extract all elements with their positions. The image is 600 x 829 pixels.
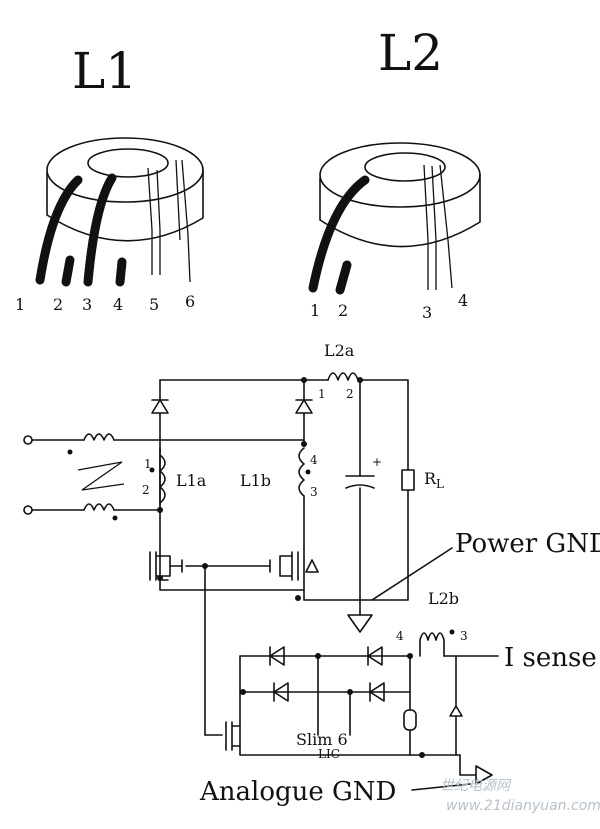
- l2-pin-label: 1: [310, 301, 320, 320]
- l1b-label: L1b: [240, 471, 271, 490]
- mosfet-right: [279, 551, 299, 581]
- l1-pin-label: 1: [15, 295, 25, 314]
- output-capacitor: [345, 475, 375, 489]
- l2-pin-label: 2: [338, 301, 348, 320]
- l2-lead-1: [308, 175, 370, 293]
- l1-lead-2: [61, 255, 75, 287]
- toroid-l2: [308, 142, 481, 295]
- sense-diode: [367, 646, 383, 666]
- slim-sub-label: LIC: [318, 747, 340, 761]
- l2-lead-3: [423, 164, 429, 290]
- l2a-label: L2a: [324, 341, 355, 360]
- l2b-pin4-label: 4: [396, 629, 404, 643]
- isense-label: I sense: [504, 643, 597, 673]
- sense-resistor: [403, 709, 417, 731]
- l1a-pin2-label: 2: [142, 483, 150, 497]
- l1-pin-label: 6: [185, 292, 195, 311]
- input-inductor: [83, 503, 115, 511]
- power-gnd-label: Power GND: [455, 529, 600, 559]
- winding-l1a: [159, 454, 166, 504]
- sense-diode: [369, 682, 385, 702]
- l1b-pin4-label: 4: [310, 453, 318, 467]
- load-resistor: [401, 469, 415, 491]
- rl-label: RL: [424, 469, 444, 491]
- mosfet-left: [149, 551, 171, 581]
- l1-lead-5: [147, 167, 153, 275]
- analogue-gnd-label: Analogue GND: [199, 777, 396, 807]
- l1-lead-3: [83, 173, 117, 287]
- watermark-text: 世纪电源网: [440, 778, 512, 794]
- l2-lead-2: [335, 260, 352, 295]
- l1-pin-label: 3: [82, 295, 92, 314]
- l2-lead-4: [439, 164, 453, 289]
- winding-l1b: [298, 447, 305, 497]
- title-l2: L2: [378, 24, 443, 82]
- main-circuit: [23, 372, 453, 736]
- rectifier-diode: [295, 399, 313, 414]
- l1-pin-label: 5: [149, 295, 159, 314]
- input-terminal: [23, 435, 33, 445]
- l2-pin-label: 3: [422, 303, 432, 322]
- input-inductor: [83, 433, 115, 441]
- sense-diode: [269, 646, 285, 666]
- l2b-pin3-label: 3: [460, 629, 468, 643]
- l2-pin-label: 4: [458, 291, 468, 310]
- toroid-l1: [35, 137, 204, 287]
- l1-lead-1: [35, 175, 83, 285]
- l1-pin-label: 2: [53, 295, 63, 314]
- slim-label: Slim 6: [296, 730, 348, 749]
- rectifier-diode: [151, 399, 169, 414]
- input-terminal: [23, 505, 33, 515]
- capacitor-polarity-label: +: [372, 455, 382, 469]
- sense-mosfet: [204, 721, 241, 751]
- l1-lead-4: [115, 257, 127, 287]
- l2b-label: L2b: [428, 589, 459, 608]
- title-l1: L1: [72, 42, 137, 100]
- inductor-l2a: [327, 372, 359, 381]
- l1a-label: L1a: [176, 471, 207, 490]
- l1b-pin3-label: 3: [310, 485, 318, 499]
- watermark-url: www.21dianyuan.com: [446, 798, 600, 814]
- ground-symbol: [347, 614, 373, 633]
- l1-lead-6: [156, 169, 161, 275]
- winding-l2b: [419, 632, 445, 641]
- l2a-pin2-label: 2: [346, 387, 354, 401]
- sense-diode: [273, 682, 289, 702]
- l1-pin-label: 4: [113, 295, 123, 314]
- sense-circuit: [204, 629, 499, 791]
- l1a-pin1-label: 1: [144, 457, 152, 471]
- ground-symbol: [475, 765, 493, 785]
- l2a-pin1-label: 1: [318, 387, 326, 401]
